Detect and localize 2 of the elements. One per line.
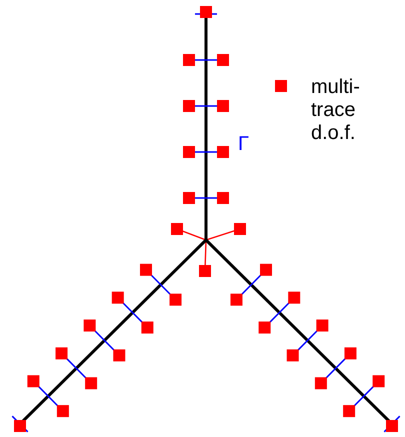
- boundary-label: Γ: [238, 133, 250, 156]
- legend-label: multi- trace d.o.f.: [311, 76, 361, 145]
